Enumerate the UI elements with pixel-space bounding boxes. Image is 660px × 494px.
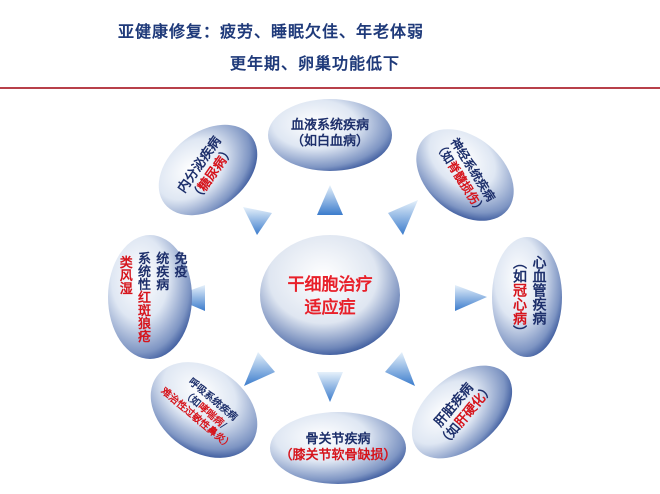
node-blood-sub: （如白血病） <box>290 134 370 149</box>
node-heart-sub-prefix: （如 <box>511 255 527 283</box>
node-bone-ellipse <box>270 412 406 484</box>
node-heart-sub-highlight: 冠心病 <box>511 283 527 325</box>
node-nerve-ellipse <box>416 129 514 221</box>
center-label-line2: 适应症 <box>304 298 356 318</box>
node-blood: 血液系统疾病 （如白血病） <box>291 118 369 151</box>
arrow-up-right <box>388 200 418 235</box>
node-bone: 骨关节疾病 （膝关节软骨缺损） <box>279 432 396 465</box>
center-label-line1: 干细胞治疗 <box>287 275 373 296</box>
center-label: 干细胞治疗 适应症 <box>288 274 373 320</box>
arrow-up <box>317 185 343 215</box>
node-heart-ellipse <box>492 237 562 357</box>
node-immune-ellipse <box>108 235 192 359</box>
arrow-down-right <box>385 352 415 386</box>
node-heart: 心血管疾病 （如冠心病） <box>510 255 547 339</box>
node-immune-col2: 系统性 <box>135 251 150 291</box>
header-divider <box>0 87 660 89</box>
node-immune-col1: 免疫 <box>171 251 187 278</box>
header-line-1: 亚健康修复：疲劳、睡眠欠佳、年老体弱 <box>118 22 425 41</box>
node-immune-col3: 红斑狼疮 <box>135 290 150 343</box>
node-resp-ellipse <box>150 362 258 458</box>
node-bone-title: 骨关节疾病 <box>305 431 371 447</box>
node-endo-ellipse <box>158 124 258 216</box>
arrow-up-left <box>243 207 272 235</box>
node-blood-title: 血液系统疾病 <box>290 117 370 133</box>
node-immune-col-mixed: 系统性 红斑狼疮 <box>134 252 150 343</box>
node-immune: 免疫 统疾病 系统性 红斑狼疮 类风湿 <box>116 252 187 343</box>
node-heart-sub: （如冠心病） <box>510 255 527 339</box>
node-immune-col5: 类风湿 <box>116 255 132 295</box>
node-blood-ellipse <box>268 99 392 171</box>
node-liver-ellipse <box>411 365 513 459</box>
node-immune-col4: 统疾病 <box>153 251 169 291</box>
center-ellipse <box>260 235 400 355</box>
node-heart-title: 心血管疾病 <box>530 255 547 325</box>
arrow-down <box>317 372 343 402</box>
arrow-down-left <box>244 352 275 386</box>
arrow-right <box>455 285 487 311</box>
header-line-2: 更年期、卵巢功能低下 <box>230 54 401 73</box>
node-bone-sub: （膝关节软骨缺损） <box>279 448 397 463</box>
node-heart-sub-suffix: ） <box>511 325 527 339</box>
